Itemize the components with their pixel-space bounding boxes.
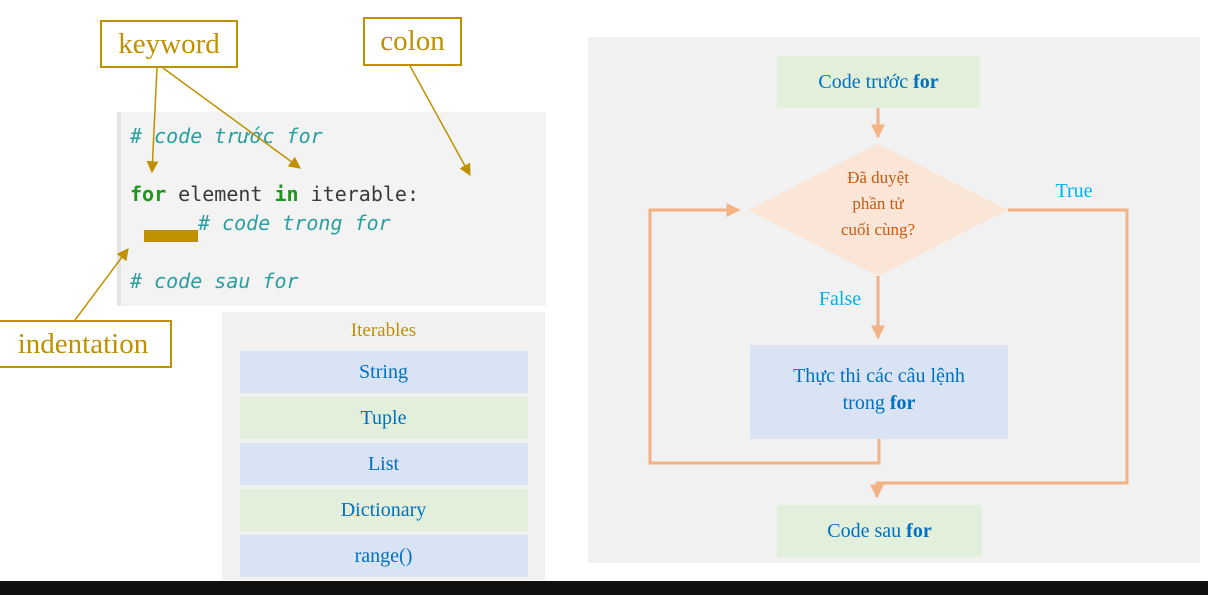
iterable-row-tuple: Tuple <box>239 397 528 439</box>
code-line-before: # code trước for <box>130 122 546 151</box>
comment-after-for: # code sau for <box>130 269 299 293</box>
code-line-after: # code sau for <box>130 267 546 296</box>
colon-label: colon <box>363 17 462 66</box>
false-branch-label: False <box>818 288 862 310</box>
for-keyword: for <box>130 182 167 206</box>
flowchart-panel: Code trước for Đã duyệt phần tử cuối cùn… <box>588 37 1200 563</box>
iterable-row-dictionary: Dictionary <box>239 489 528 531</box>
iterables-title: Iterables <box>350 320 417 341</box>
start-node-text: Code trước <box>818 71 914 93</box>
end-node: Code sau for <box>777 505 982 557</box>
code-blank-line <box>130 151 546 180</box>
condition-text: Đã duyệt phần tử cuối cùng? <box>788 165 968 243</box>
iterable-row-range: range() <box>239 535 528 577</box>
code-editor: # code trước for for element in iterable… <box>117 112 546 306</box>
comment-inside-for: # code trong for <box>198 211 391 235</box>
loop-back-arrow <box>648 203 881 465</box>
end-node-for: for <box>906 520 932 542</box>
body-node: Thực thi các câu lệnh trong for <box>750 345 1008 439</box>
body-node-line2: trong <box>842 392 890 414</box>
element-identifier: element <box>166 182 275 206</box>
code-line-inside: # code trong for <box>130 209 546 238</box>
true-branch-label: True <box>1055 180 1093 202</box>
body-node-line1: Thực thi các câu lệnh <box>793 365 965 387</box>
indentation-label: indentation <box>0 320 172 368</box>
true-branch-arrow <box>870 208 1129 499</box>
condition-line-1: Đã duyệt <box>847 168 909 187</box>
body-node-for: for <box>889 392 916 414</box>
iterable-identifier: iterable: <box>298 182 420 206</box>
slide-footer-bar <box>0 581 1208 595</box>
flowchart-shapes <box>648 108 1129 499</box>
iterables-panel: Iterables String Tuple List Dictionary r… <box>222 312 545 580</box>
comment-before-for: # code trước for <box>130 124 323 148</box>
keyword-label: keyword <box>100 20 238 68</box>
condition-line-3: cuối cùng? <box>840 220 916 239</box>
start-node-for: for <box>913 71 939 93</box>
iterable-row-list: List <box>239 443 528 485</box>
code-blank-line <box>130 238 546 267</box>
end-node-text: Code sau <box>827 520 907 542</box>
start-node: Code trước for <box>777 56 980 108</box>
in-keyword: in <box>274 182 299 206</box>
iterable-row-string: String <box>239 351 528 393</box>
condition-diamond <box>748 144 1008 276</box>
indentation-marker-bar <box>144 230 198 242</box>
code-line-for: for element in iterable: <box>130 180 546 209</box>
condition-line-2: phần tử <box>852 194 904 213</box>
